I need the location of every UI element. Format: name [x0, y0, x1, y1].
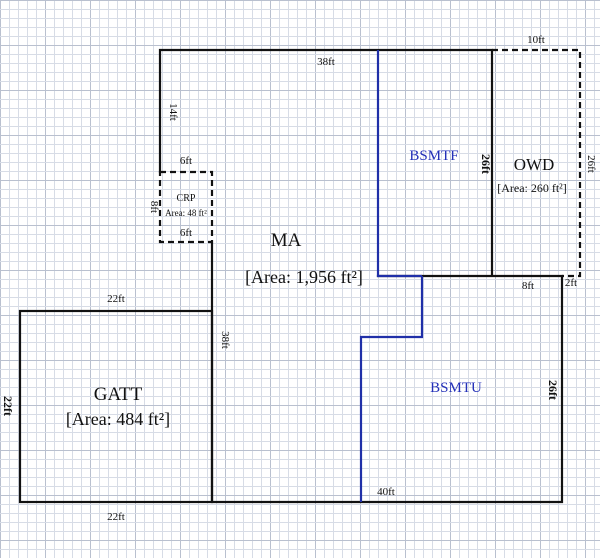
- dim-crp-top: 6ft: [180, 155, 192, 167]
- crp-outline: [158, 170, 214, 244]
- bsmtf-name: BSMTF: [409, 148, 458, 164]
- owd-name: OWD: [514, 155, 555, 174]
- dim-bsmtf-right: 26ft: [479, 154, 493, 174]
- dim-ma-left-lower: 38ft: [219, 331, 231, 349]
- dim-ma-left-upper: 14ft: [167, 103, 179, 121]
- dim-gatt-bottom: 22ft: [107, 511, 125, 523]
- dim-owd-bottom: 8ft: [522, 280, 534, 292]
- gatt-area: [Area: 484 ft²]: [66, 409, 170, 429]
- bsmtf-outline: [376, 50, 422, 278]
- bsmtu-outline: [359, 276, 424, 502]
- dim-ma-bottom: 40ft: [377, 486, 395, 498]
- gatt-outline: [18, 309, 214, 504]
- ma-area: [Area: 1,956 ft²]: [245, 267, 363, 287]
- dim-ma-top: 38ft: [317, 56, 335, 68]
- owd-outline: [492, 48, 582, 278]
- dim-ma-right: 26ft: [546, 380, 560, 400]
- dim-owd-top: 10ft: [527, 34, 545, 46]
- dim-gatt-top: 22ft: [107, 293, 125, 305]
- crp-name: CRP: [177, 193, 196, 204]
- dim-owd-right: 26ft: [585, 155, 597, 173]
- dim-crp-bottom: 6ft: [180, 227, 192, 239]
- bsmtu-name: BSMTU: [430, 380, 482, 396]
- crp-area: Area: 48 ft²: [165, 208, 207, 218]
- dim-owd-notch: 2ft: [565, 277, 577, 289]
- ma-name: MA: [271, 230, 302, 251]
- dim-crp-side: 8ft: [148, 201, 160, 213]
- gatt-name: GATT: [94, 384, 143, 405]
- dim-gatt-left: 22ft: [1, 396, 15, 416]
- owd-area: [Area: 260 ft²]: [497, 181, 567, 195]
